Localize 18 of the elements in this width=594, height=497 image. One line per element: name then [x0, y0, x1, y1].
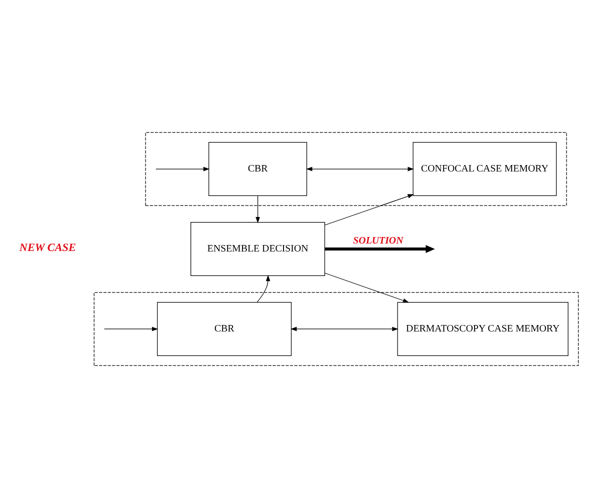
node-box: CBR	[208, 142, 308, 196]
arrow	[324, 272, 410, 302]
node-box: ENSEMBLE DECISION	[190, 222, 326, 276]
node-box: DERMATOSCOPY CASE MEMORY	[397, 302, 568, 356]
cluster	[145, 132, 567, 206]
label: NEW CASE	[19, 242, 76, 254]
arrow	[306, 166, 414, 171]
node-box: CONFOCAL CASE MEMORY	[412, 142, 557, 196]
arrow	[324, 244, 435, 252]
arrow	[324, 194, 414, 225]
node-box: CBR	[157, 302, 292, 356]
arrow	[290, 326, 398, 331]
cluster	[94, 292, 579, 366]
arrow	[104, 326, 158, 331]
arrow	[256, 274, 270, 302]
arrow	[256, 195, 260, 223]
edge-label: SOLUTION	[353, 234, 404, 246]
arrow	[156, 166, 210, 171]
